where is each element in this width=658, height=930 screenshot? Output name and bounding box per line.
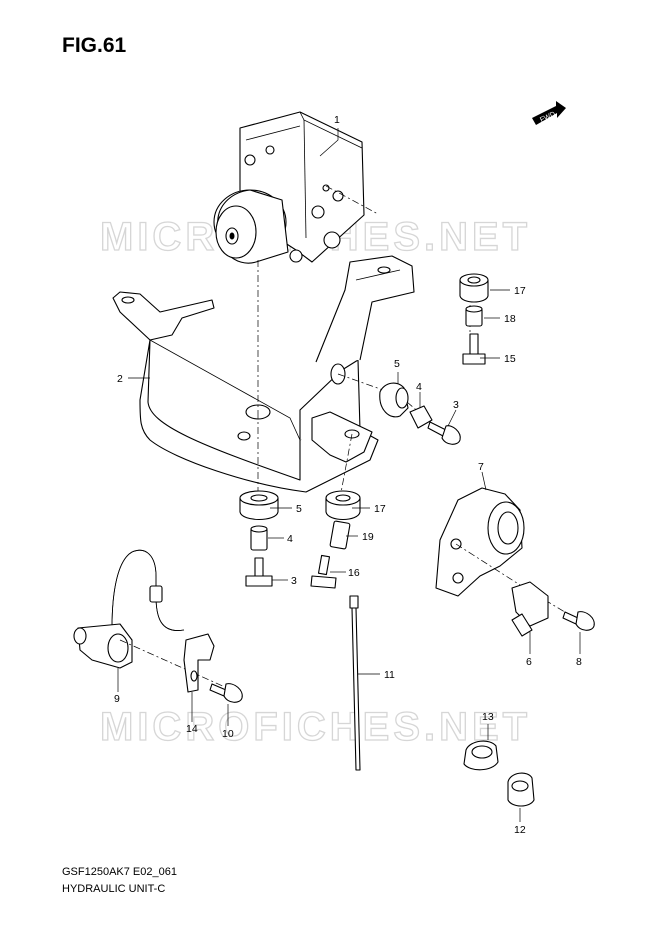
bolt-bottom-left [245,557,273,587]
part-label-8: 8 [576,656,582,668]
rubber-mount-bottom-left [239,490,279,521]
part-label-14: 14 [186,723,198,735]
spacer-bottom-left [250,525,268,551]
footer-diagram-name: HYDRAULIC UNIT-C [62,883,166,895]
part-label-3-bottom: 3 [291,575,297,587]
spacer-right [409,405,433,429]
rubber-mount-top-right [459,273,489,303]
rubber-mount-bottom-center [325,490,361,521]
part-label-17-top: 17 [514,285,526,297]
part-label-19: 19 [362,531,374,543]
part-label-1: 1 [334,114,340,126]
part-label-9: 9 [114,693,120,705]
bolt-right [427,421,461,445]
clip-upper [463,740,499,771]
part-label-5-right: 5 [394,358,400,370]
part-label-10: 10 [222,728,234,740]
sensor-connector [511,581,549,637]
bolt-clamp [209,683,243,703]
brake-pipe [73,550,185,669]
rubber-mount-right [379,382,409,418]
clamp-plate [183,633,215,693]
part-label-5-bottom: 5 [296,503,302,515]
part-label-3-right: 3 [453,399,459,411]
part-label-11: 11 [384,669,395,681]
fwd-arrow-icon: FWD [532,101,566,125]
part-label-17-bottom: 17 [374,503,386,515]
sensor-bracket [435,487,525,597]
part-label-13: 13 [482,711,494,723]
part-label-18: 18 [504,313,516,325]
part-label-7: 7 [478,461,484,473]
part-label-15: 15 [504,353,516,365]
bracket [112,255,415,493]
part-label-4-right: 4 [416,381,422,393]
fwd-label: FWD [539,111,556,124]
part-label-16: 16 [348,567,360,579]
part-label-2: 2 [117,373,123,385]
figure-title: FIG.61 [62,34,127,57]
bolt-bottom-center [310,554,337,589]
spacer-top-right [465,305,483,327]
footer-diagram-code: GSF1250AK7 E02_061 [62,866,177,878]
bolt-top-right [462,333,486,365]
part-label-6: 6 [526,656,532,668]
bolt-sensor [562,611,595,631]
hydraulic-unit [213,111,365,264]
clip-lower [507,772,535,807]
spacer-bottom-center [329,520,351,550]
watermark-bottom: MICROFICHES.NET [100,705,531,749]
cable-tie [349,595,361,771]
part-label-4-bottom: 4 [287,533,293,545]
part-label-12: 12 [514,824,526,836]
